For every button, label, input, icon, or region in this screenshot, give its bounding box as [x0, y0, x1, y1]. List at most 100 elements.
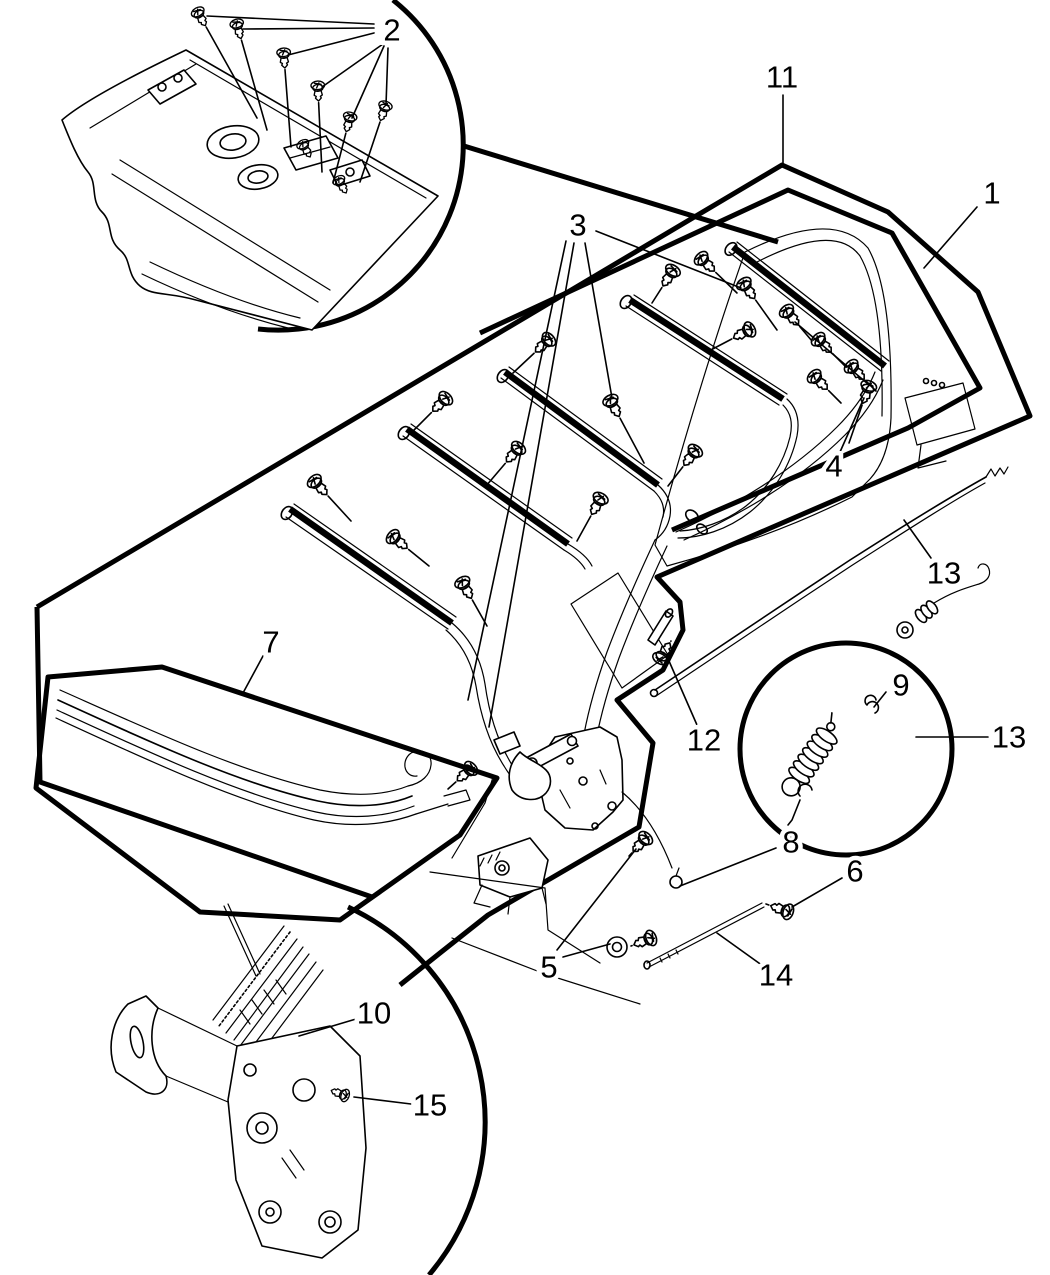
fastener-leader-line — [485, 462, 507, 487]
fastener-leader-line — [765, 903, 770, 906]
line-art — [219, 133, 247, 151]
fastener-leader-line — [848, 404, 863, 444]
callout-label-2: 2 — [383, 13, 400, 48]
callout-3-leader — [488, 242, 575, 728]
fastener-leader-line — [831, 352, 847, 368]
callout-label-13: 13 — [992, 720, 1026, 755]
line-art — [324, 1216, 336, 1228]
line-art — [57, 699, 413, 807]
line-art — [922, 377, 930, 385]
line-art — [59, 689, 409, 795]
line-art — [292, 1078, 316, 1102]
line-art — [794, 321, 869, 385]
fastener-leader-line — [706, 338, 733, 353]
callout-label-14: 14 — [759, 958, 793, 993]
line-art — [345, 167, 355, 177]
fastener-leader-line — [798, 325, 813, 342]
inset-side-latch-detail — [110, 903, 488, 1275]
line-art — [677, 398, 799, 539]
line-art — [56, 709, 415, 818]
side-rail — [583, 539, 668, 741]
rear-header-strip — [724, 241, 890, 385]
line-art — [246, 1112, 278, 1144]
pushpin-fastener-icon — [452, 573, 480, 604]
fastener-leader-line — [284, 68, 292, 148]
line-art — [405, 426, 570, 547]
side-latch-plate — [227, 1025, 367, 1259]
pushpin-fastener-icon — [676, 440, 706, 471]
inset-circle — [737, 640, 955, 858]
line-art — [815, 727, 838, 745]
callout-9-leader — [873, 691, 887, 708]
fastener-leader-line — [576, 515, 592, 542]
line-art — [930, 379, 938, 387]
callout-label-8: 8 — [782, 825, 799, 860]
line-art — [566, 735, 578, 747]
side-rail-weatherstrip-part — [33, 664, 500, 923]
line-art — [985, 466, 1009, 478]
line-art — [493, 731, 521, 755]
callout-label-9: 9 — [892, 668, 909, 703]
line-art — [655, 482, 986, 697]
fastener-leader-line — [619, 417, 645, 464]
weatherstrip-section — [218, 931, 291, 1027]
fastener-leader-line — [827, 389, 842, 404]
pushpin-fastener-icon-inset — [338, 109, 359, 135]
callout-5-leader — [556, 848, 637, 951]
fastener-leader-line — [240, 39, 268, 131]
line-art — [659, 949, 679, 963]
fastener-leader-line — [512, 352, 535, 374]
callout-2-leader — [242, 27, 375, 30]
spring-cable-arm — [621, 791, 673, 869]
callout-label-4: 4 — [825, 449, 842, 484]
line-art — [258, 1200, 282, 1224]
deck-panel-outline — [61, 49, 439, 331]
latch-elbow — [508, 751, 552, 801]
line-art — [173, 73, 183, 83]
line-art — [402, 423, 573, 551]
line-art — [318, 1210, 342, 1234]
callout-2-leader — [385, 47, 389, 106]
line-art — [288, 506, 454, 626]
line-art — [243, 1063, 257, 1077]
s-hook — [864, 694, 880, 714]
line-art — [239, 979, 287, 1025]
callout-label-7: 7 — [262, 625, 279, 660]
line-art — [628, 297, 785, 402]
rail-hook-end — [404, 750, 432, 787]
line-art — [591, 822, 599, 830]
line-art — [566, 757, 574, 765]
callout-12-leader — [668, 660, 698, 726]
callout-3-leader — [595, 230, 742, 289]
callout-4-leader — [839, 397, 865, 453]
line-art — [265, 1207, 275, 1217]
pushpin-fastener-icon — [655, 261, 684, 292]
fastener-leader-line — [628, 852, 633, 857]
line-art — [619, 294, 633, 310]
line-art — [281, 1149, 305, 1179]
deck-opening-large — [206, 124, 260, 160]
line-art — [498, 864, 506, 872]
line-art — [223, 903, 261, 977]
fastener-leader-line — [327, 495, 352, 522]
callout-13-leader — [903, 519, 932, 559]
inset-deck-fastener-detail — [61, 0, 466, 333]
line-art — [730, 244, 888, 369]
line-art — [646, 902, 765, 968]
fastener-leader-line — [407, 548, 430, 567]
fastener-leader-line — [667, 466, 684, 487]
line-art — [756, 239, 883, 417]
callout-label-11: 11 — [766, 60, 798, 95]
callout-2-leader — [321, 43, 384, 88]
fastener-leader-line — [359, 121, 381, 183]
line-art — [728, 241, 890, 372]
pushpin-fastener-icon — [630, 927, 660, 954]
deck-bracket-right — [329, 159, 371, 187]
line-art — [625, 294, 788, 406]
callout-label-1: 1 — [983, 176, 1000, 211]
line-art — [695, 523, 709, 535]
pushpin-fastener-icon — [600, 391, 627, 422]
deck-opening-small — [237, 163, 279, 191]
line-art — [141, 261, 301, 329]
quarter-window — [654, 228, 892, 567]
